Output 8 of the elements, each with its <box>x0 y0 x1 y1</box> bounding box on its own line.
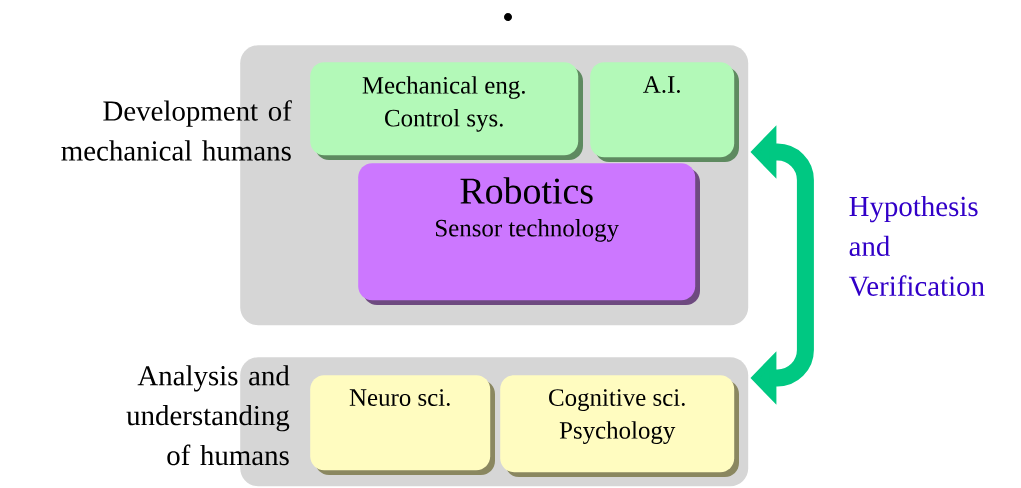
topic-box: Cognitive sci. Psychology <box>500 375 739 477</box>
title-box: Robotics Sensor technology <box>358 163 700 305</box>
topic-box: A.I. <box>590 62 739 162</box>
panel-heading: Development of mechanical humans <box>61 100 292 161</box>
panel-heading: Analysis and understanding of humans <box>126 365 290 466</box>
edge-label: Hypothesis and Verification <box>848 195 985 297</box>
topic-box: Neuro sci. <box>310 375 495 475</box>
topic-box: Mechanical eng. Control sys. <box>310 62 583 160</box>
